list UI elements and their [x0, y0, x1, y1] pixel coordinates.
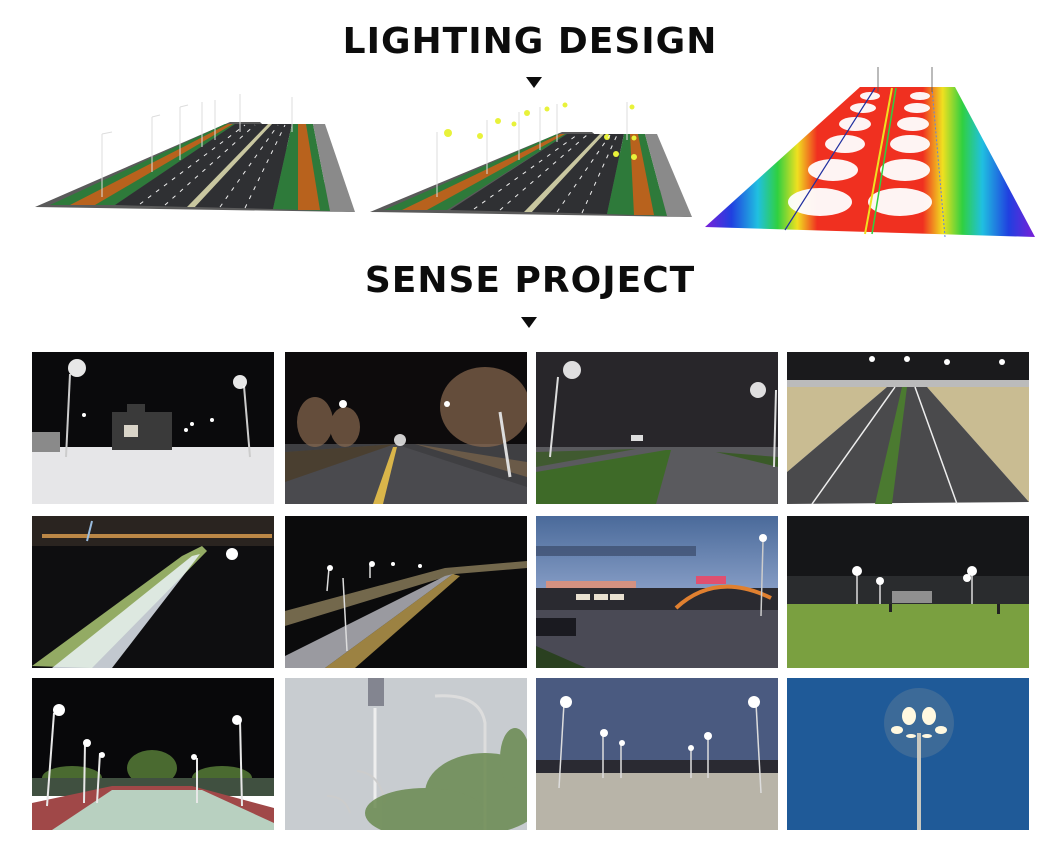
sense-project-heading: SENSE PROJECT	[364, 260, 696, 301]
project-photo-daytime-poles	[285, 678, 527, 830]
lighting-design-heading: LIGHTING DESIGN	[342, 21, 718, 62]
down-arrow-icon	[521, 317, 537, 328]
project-photo-snowy-yard	[32, 352, 274, 504]
road-3d-lit-image	[362, 62, 702, 242]
down-arrow-icon	[526, 77, 542, 88]
project-photo-coastal-road	[32, 516, 274, 668]
project-photo-elevated-highway	[285, 516, 527, 668]
project-photo-football-pitch	[787, 516, 1029, 668]
project-photo-sunken-expressway	[787, 352, 1029, 504]
illuminance-heatmap-image	[700, 62, 1040, 242]
project-photo-mall-parking	[536, 516, 778, 668]
project-photo-open-plaza	[536, 678, 778, 830]
project-photo-tree-avenue	[285, 352, 527, 504]
project-photo-divided-highway	[536, 352, 778, 504]
road-3d-model-image	[30, 62, 370, 242]
project-photo-tennis-court	[32, 678, 274, 830]
project-photo-high-mast	[787, 678, 1029, 830]
